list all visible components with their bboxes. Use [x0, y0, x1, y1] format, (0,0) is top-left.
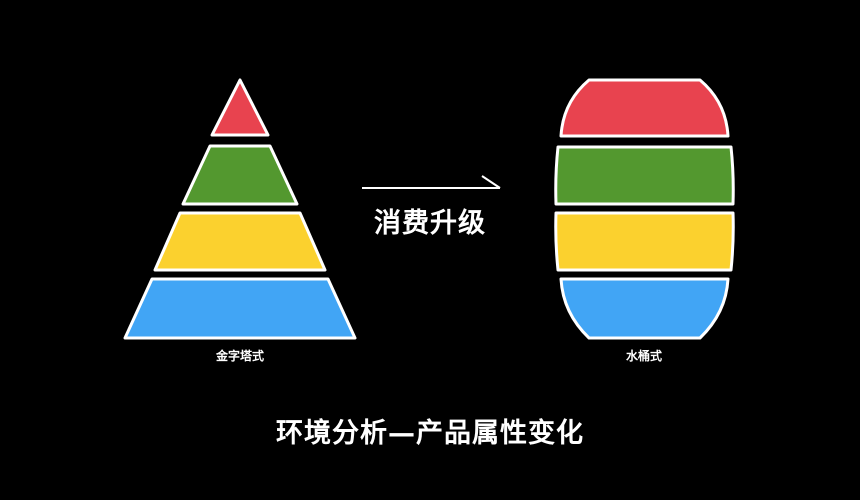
pyramid — [123, 78, 357, 340]
transition-label: 消费升级 — [374, 208, 486, 239]
arrow-head — [481, 175, 501, 189]
pyramid-layer-2 — [181, 144, 299, 206]
bucket-caption: 水桶式 — [625, 349, 663, 363]
page-title: 环境分析—产品属性变化 — [276, 418, 584, 449]
pyramid-layer-1 — [210, 78, 270, 137]
bucket-layer-1 — [559, 78, 730, 138]
bucket — [554, 78, 735, 340]
pyramid-caption: 金字塔式 — [215, 349, 265, 363]
bucket-layer-2 — [554, 145, 735, 206]
bucket-layer-4 — [559, 277, 730, 340]
arrow — [362, 175, 501, 189]
bucket-layer-3 — [554, 211, 735, 272]
pyramid-layer-4 — [123, 277, 357, 340]
pyramid-layer-3 — [153, 211, 327, 272]
